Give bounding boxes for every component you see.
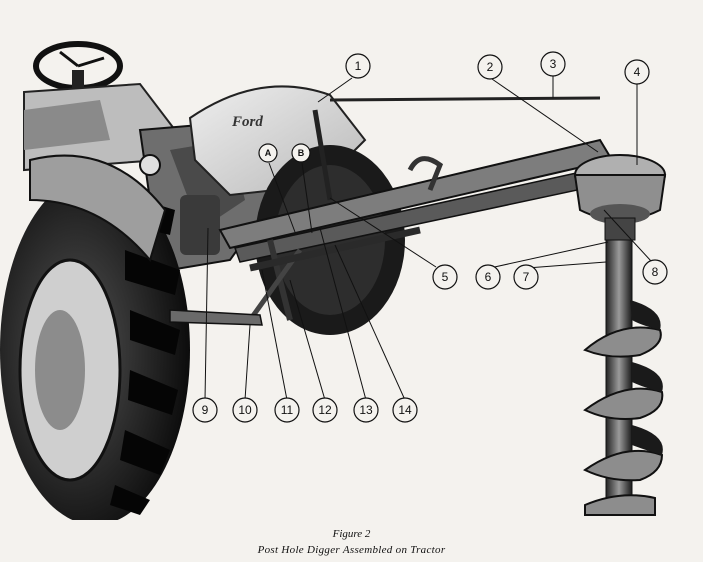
svg-text:11: 11 bbox=[281, 403, 294, 417]
callout-9: 9 bbox=[192, 397, 218, 423]
auger-gearbox bbox=[573, 154, 667, 241]
svg-text:8: 8 bbox=[652, 265, 659, 279]
callout-1: 1 bbox=[345, 53, 371, 79]
figure-caption-subtitle: Post Hole Digger Assembled on Tractor bbox=[257, 544, 446, 556]
svg-text:4: 4 bbox=[634, 65, 641, 79]
rear-tire-left bbox=[0, 154, 190, 520]
callout-B: B bbox=[291, 143, 311, 163]
callout-8: 8 bbox=[642, 259, 668, 285]
svg-text:1: 1 bbox=[355, 59, 362, 73]
svg-text:2: 2 bbox=[487, 60, 494, 74]
svg-text:14: 14 bbox=[398, 403, 412, 417]
svg-text:10: 10 bbox=[238, 403, 252, 417]
leader-lines bbox=[204, 76, 652, 401]
auger bbox=[583, 239, 664, 516]
callout-5: 5 bbox=[432, 264, 458, 290]
callout-13: 13 bbox=[353, 397, 379, 423]
svg-text:9: 9 bbox=[202, 403, 209, 417]
svg-text:5: 5 bbox=[442, 270, 449, 284]
digger-frame bbox=[169, 96, 614, 326]
callout-10: 10 bbox=[232, 397, 258, 423]
ford-logo-text: Ford bbox=[231, 114, 263, 130]
svg-text:3: 3 bbox=[550, 57, 557, 71]
svg-text:7: 7 bbox=[523, 270, 530, 284]
callout-14: 14 bbox=[392, 397, 418, 423]
svg-text:B: B bbox=[298, 148, 305, 158]
callout-6: 6 bbox=[475, 264, 501, 290]
svg-text:12: 12 bbox=[318, 403, 332, 417]
callout-A: A bbox=[258, 143, 278, 163]
post-hole-digger-photo: Ford bbox=[0, 41, 668, 520]
figure-caption-title: Figure 2 bbox=[332, 528, 371, 540]
callout-7: 7 bbox=[513, 264, 539, 290]
callout-12: 12 bbox=[312, 397, 338, 423]
svg-text:13: 13 bbox=[359, 403, 373, 417]
svg-text:6: 6 bbox=[485, 270, 492, 284]
svg-text:A: A bbox=[265, 148, 272, 158]
callout-3: 3 bbox=[540, 51, 566, 77]
callout-4: 4 bbox=[624, 59, 650, 85]
callout-11: 11 bbox=[274, 397, 300, 423]
callout-2: 2 bbox=[477, 54, 503, 80]
